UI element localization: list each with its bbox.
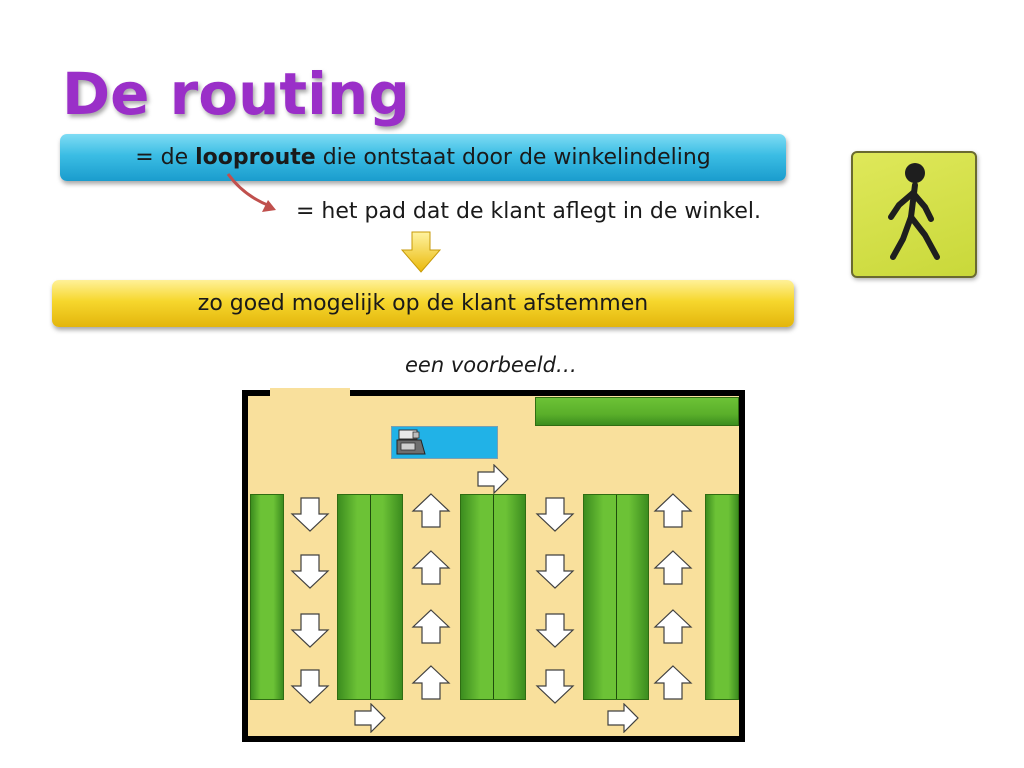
route-arrow-down — [290, 613, 330, 648]
conclusion-bar: zo goed mogelijk op de klant afstemmen — [52, 280, 794, 327]
curved-arrow-icon — [226, 173, 276, 212]
route-arrow-up — [653, 493, 693, 528]
route-arrow-up — [653, 550, 693, 585]
shelf-gondola-2 — [460, 494, 526, 700]
route-arrow-up — [653, 665, 693, 700]
route-arrow-down — [535, 613, 575, 648]
explanation-text: = het pad dat de klant aflegt in de wink… — [296, 199, 762, 224]
walking-person-icon — [888, 163, 940, 260]
route-arrow-up — [653, 609, 693, 644]
route-arrow-down — [290, 669, 330, 704]
route-arrow-down — [535, 497, 575, 532]
route-arrow-up — [411, 550, 451, 585]
definition-term: looproute — [195, 145, 316, 170]
shelf-gondola-3 — [583, 494, 649, 700]
definition-bar: = de looproute die ontstaat door de wink… — [60, 134, 786, 181]
route-arrow-down — [535, 669, 575, 704]
conclusion-text: zo goed mogelijk op de klant afstemmen — [197, 291, 649, 316]
definition-suffix: die ontstaat door de winkelindeling — [315, 145, 711, 170]
shelf-top-right — [535, 397, 739, 426]
shelf-gondola-1 — [337, 494, 403, 700]
route-arrow-right — [607, 703, 639, 733]
shelf-right-wall — [705, 494, 739, 700]
route-arrow-up — [411, 609, 451, 644]
route-arrow-down — [535, 554, 575, 589]
shelf-left-wall — [250, 494, 284, 700]
route-arrow-up — [411, 665, 451, 700]
store-entrance — [270, 388, 350, 397]
definition-prefix: = de — [135, 145, 196, 170]
cash-register-icon — [396, 429, 426, 455]
yellow-down-arrow-icon — [400, 231, 442, 273]
checkout-counter — [391, 426, 498, 459]
route-arrow-right — [354, 703, 386, 733]
page-title: De routing — [62, 60, 410, 128]
walker-tile — [851, 151, 977, 278]
example-label: een voorbeeld… — [405, 353, 577, 377]
route-arrow-up — [411, 493, 451, 528]
route-arrow-down — [290, 554, 330, 589]
route-arrow-down — [290, 497, 330, 532]
route-arrow-right — [477, 464, 509, 494]
